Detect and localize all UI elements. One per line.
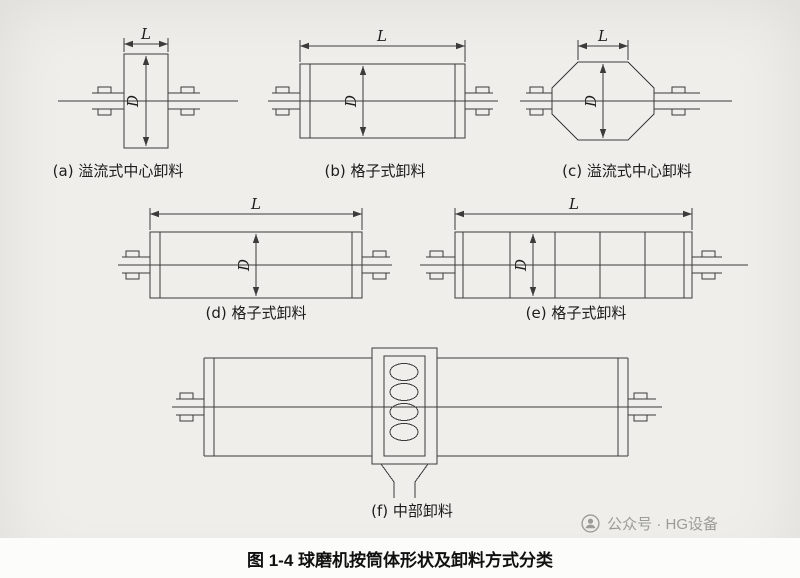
mill-body (426, 231, 722, 299)
dimension-D: D (124, 56, 150, 146)
dim-D-label: D (512, 259, 530, 272)
mill-body (176, 357, 656, 457)
dimension-D: D (235, 234, 260, 296)
dim-D-label: D (124, 95, 142, 108)
dim-D-label: D (582, 95, 600, 108)
dimension-L: L (577, 27, 629, 60)
diagram-b-label: (b) 格子式卸料 (325, 162, 426, 180)
discharge-funnel (380, 463, 429, 498)
bearing-icon (275, 86, 490, 116)
center-discharge-section (371, 347, 438, 465)
figure-canvas: L D (a) 溢流式中心卸料 (53, 25, 748, 520)
diagram-f-label: (f) 中部卸料 (371, 502, 453, 520)
diagram-d: L D (d) 格子式卸料 (118, 195, 392, 322)
figure-caption: 图 1-4 球磨机按筒体形状及卸料方式分类 (246, 551, 554, 570)
dimension-L: L (299, 27, 466, 62)
mill-body (526, 61, 700, 141)
dim-L-label: L (250, 195, 261, 213)
caption-strip: 图 1-4 球磨机按筒体形状及卸料方式分类 (0, 538, 800, 578)
bearing-icon (429, 250, 716, 280)
bearing-icon (125, 250, 387, 280)
diagram-c-label: (c) 溢流式中心卸料 (562, 162, 692, 180)
dimension-L: L (149, 195, 363, 230)
dim-D-label: D (235, 259, 253, 272)
dimension-D: D (512, 234, 537, 296)
diagram-a-label: (a) 溢流式中心卸料 (53, 162, 184, 180)
diagram-d-label: (d) 格子式卸料 (206, 304, 307, 322)
dimension-L: L (123, 25, 169, 52)
dim-L-label: L (376, 27, 387, 45)
wechat-account-icon (581, 514, 600, 533)
dimension-D: D (582, 64, 607, 138)
mill-body (122, 231, 390, 299)
diagram-c: L D (c) 溢流式中心卸料 (520, 27, 732, 180)
dim-L-label: L (597, 27, 608, 45)
bearing-icon (179, 392, 648, 422)
dimension-L: L (454, 195, 693, 230)
diagram-e-label: (e) 格子式卸料 (526, 304, 627, 322)
watermark-text: 公众号 · HG设备 (607, 516, 718, 533)
diagram-e: L D (e) 格子式卸料 (420, 195, 748, 322)
watermark: 公众号 · HG设备 (581, 513, 718, 534)
dim-L-label: L (140, 25, 151, 43)
diagram-f: (f) 中部卸料 (172, 347, 662, 520)
mill-body (272, 63, 493, 139)
dim-D-label: D (342, 95, 360, 108)
dimension-D: D (342, 66, 367, 136)
bearing-icon (97, 86, 195, 116)
diagram-b: L D (b) 格子式卸料 (268, 27, 498, 180)
diagram-a: L D (a) 溢流式中心卸料 (53, 25, 238, 180)
mill-body (92, 53, 200, 149)
dim-L-label: L (568, 195, 579, 213)
bearing-icon (529, 86, 686, 116)
